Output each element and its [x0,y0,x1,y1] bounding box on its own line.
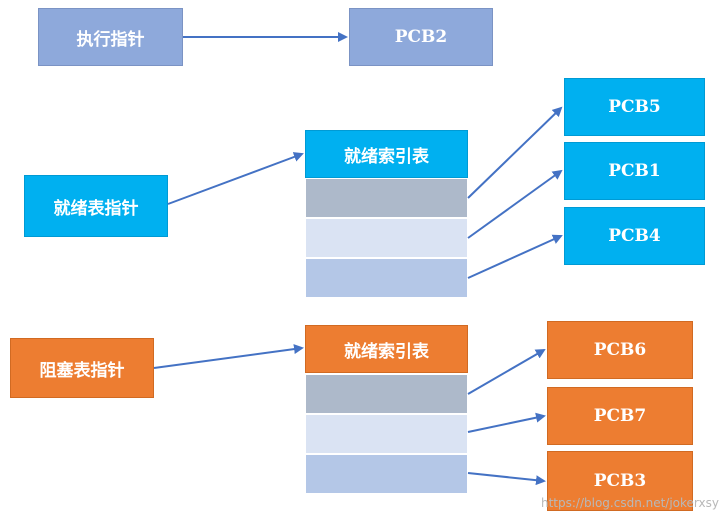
arrow-blocked-slot2-to-pcb7 [467,412,546,433]
pcb7-box: PCB7 [547,387,693,445]
arrow-blocked-slot3-to-pcb3 [467,472,546,486]
arrow-ready-pointer-to-index [167,152,304,205]
blocked-index-header: 就绪索引表 [305,325,468,373]
blocked-index-slot-3 [305,454,468,494]
pcb6-box: PCB6 [547,321,693,379]
arrow-ready-slot1-to-pcb5 [467,106,563,199]
pcb5-box: PCB5 [564,78,705,136]
arrow-blocked-slot1-to-pcb6 [467,348,546,395]
ready-index-slot-3 [305,258,468,298]
blocked-pointer-box: 阻塞表指针 [10,338,154,398]
pcb4-box: PCB4 [564,207,705,265]
ready-index-slot-1 [305,178,468,218]
pcb2-box: PCB2 [349,8,493,66]
arrow-blocked-pointer-to-index [153,344,304,369]
pcb3-box: PCB3 [547,451,693,511]
pcb1-box: PCB1 [564,142,705,200]
arrow-ready-slot2-to-pcb1 [467,169,563,239]
exec-pointer-box: 执行指针 [38,8,183,66]
ready-pointer-box: 就绪表指针 [24,175,168,237]
watermark: https://blog.csdn.net/jokerxsy [540,496,719,510]
ready-index-slot-2 [305,218,468,258]
blocked-index-slot-1 [305,374,468,414]
arrow-ready-slot3-to-pcb4 [467,234,563,279]
blocked-index-slot-2 [305,414,468,454]
ready-index-header: 就绪索引表 [305,130,468,178]
